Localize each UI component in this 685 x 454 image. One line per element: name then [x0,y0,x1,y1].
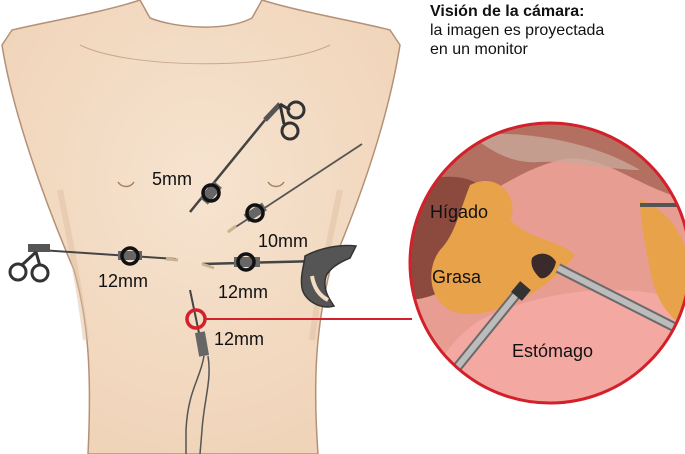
torso [2,0,400,454]
organ-label-stomach: Estómago [512,341,593,361]
scissor-ring-icon [32,265,48,281]
port-label-10mm: 10mm [258,231,308,251]
caption-title: Visión de la cámara: [430,2,680,21]
port-label-camera: 12mm [214,329,264,349]
organ-label-fat: Grasa [432,267,482,287]
organ-label-liver: Hígado [430,202,488,222]
torso-body [2,0,400,454]
scissor-ring-icon [10,264,26,280]
port-label-12mm-right: 12mm [218,282,268,302]
port-label-12mm-left: 12mm [98,271,148,291]
port-label-5mm: 5mm [152,169,192,189]
caption-line-1: la imagen es proyectada [430,21,680,40]
caption-line-2: en un monitor [430,40,680,59]
camera-view-caption: Visión de la cámara: la imagen es proyec… [430,2,680,59]
